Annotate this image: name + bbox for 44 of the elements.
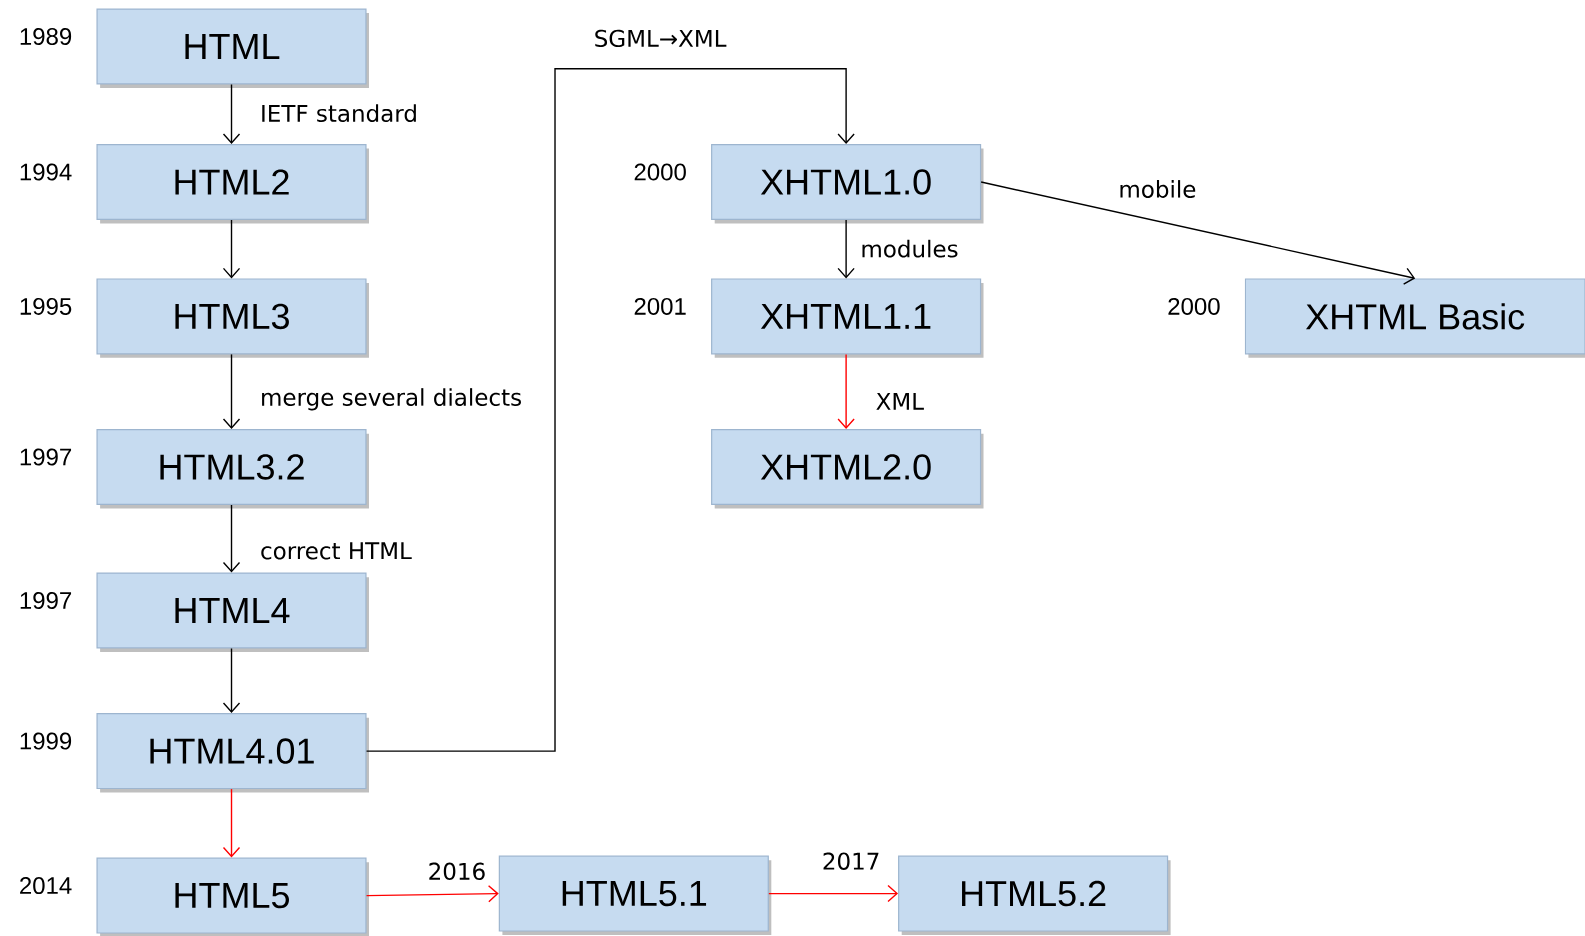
version-box: XHTML Basic (1244, 278, 1585, 355)
version-box: XHTML1.0 (711, 144, 982, 220)
arrow (837, 219, 855, 279)
version-box: HTML5.1 (498, 855, 769, 932)
arrow (222, 788, 241, 858)
arrow (222, 647, 241, 714)
edge-label: 2017 (823, 852, 879, 870)
arrow (222, 83, 241, 144)
version-box: HTML2 (96, 144, 367, 220)
year-label: 1997 (20, 448, 72, 466)
year-label: 1999 (20, 732, 72, 750)
version-box: HTML4.01 (96, 713, 367, 790)
arrow (837, 353, 855, 429)
edge-label: XML (876, 392, 924, 410)
arrow (222, 504, 241, 573)
edge-label: mobile (1120, 180, 1196, 198)
year-label: 2014 (20, 877, 72, 895)
edge-label: 2016 (429, 862, 485, 880)
version-box: HTML3 (96, 278, 367, 355)
edge-label: correct HTML (261, 542, 412, 560)
arrow (222, 353, 241, 429)
version-box: XHTML2.0 (711, 429, 982, 505)
edge-label: SGML→XML (595, 29, 727, 48)
version-box: HTML3.2 (96, 429, 367, 505)
year-label: 2000 (1168, 297, 1220, 315)
year-label: 1994 (20, 163, 72, 181)
version-box: XHTML1.1 (711, 278, 982, 355)
version-box: HTML4 (96, 572, 367, 649)
edge-label: IETF standard (262, 104, 416, 123)
version-box: HTML5 (96, 857, 367, 934)
arrow (980, 181, 1416, 285)
edge-label: modules (862, 239, 958, 258)
arrow (365, 885, 499, 903)
edge-label: merge several dialects (262, 388, 521, 411)
arrow (365, 68, 855, 752)
year-label: 2000 (634, 163, 686, 181)
year-label: 1989 (20, 28, 72, 45)
arrow (768, 884, 899, 903)
year-label: 1997 (20, 592, 72, 609)
arrow (222, 219, 241, 279)
version-box: HTML (96, 8, 367, 85)
year-label: 1995 (20, 297, 72, 315)
year-label: 2001 (634, 297, 686, 315)
version-box: HTML5.2 (898, 855, 1169, 932)
